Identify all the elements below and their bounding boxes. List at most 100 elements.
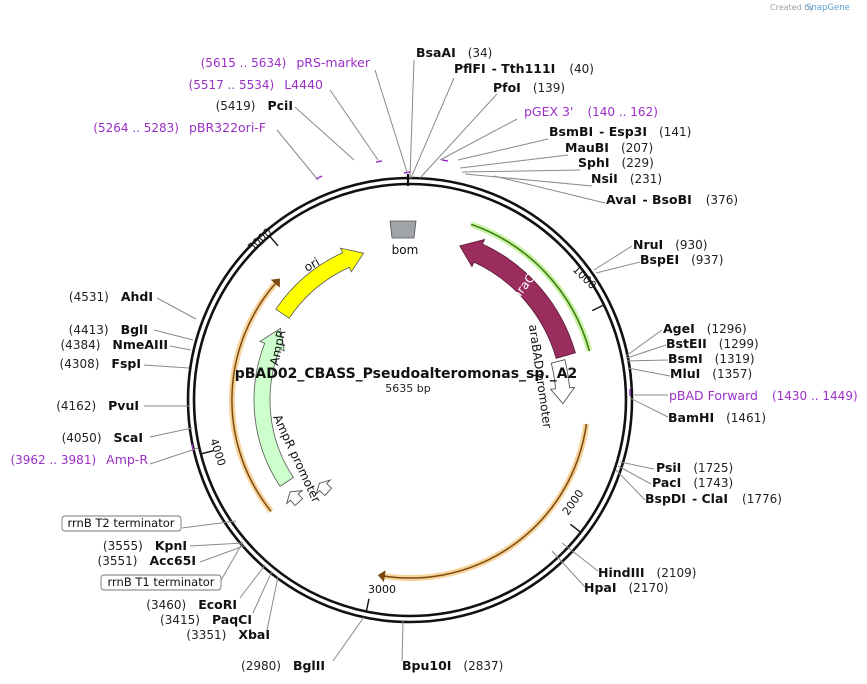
orf-arc-lower (381, 452, 583, 581)
leader-AhdI (156, 297, 197, 320)
credit-brand: SnapGene (806, 3, 850, 13)
primer-pBAD-Forward[interactable]: pBAD Forward (669, 388, 758, 403)
enzyme-BglII[interactable]: BglII (293, 658, 325, 673)
svg-text:(2980)BglII: (2980)BglII (241, 658, 325, 673)
enzyme-BsaAI[interactable]: BsaAI (416, 45, 456, 60)
terminator-rrnB-T1[interactable]: rrnB T1 terminator (108, 575, 215, 589)
svg-text:BamHI(1461): BamHI(1461) (668, 410, 766, 425)
leader-BglII (332, 616, 365, 662)
primer-labels: (5615 .. 5634)pRS-marker (5517 .. 5534)L… (10, 55, 857, 467)
enzyme-BsmBI[interactable]: BsmBI (549, 124, 593, 139)
svg-text:BstEII(1299): BstEII(1299) (666, 336, 759, 351)
primer-pGEX3[interactable]: pGEX 3' (524, 104, 573, 119)
leader-BsmI (626, 359, 669, 362)
enzyme-BspDI[interactable]: BspDI (645, 491, 686, 506)
enzyme-Esp3I[interactable]: Esp3I (609, 124, 647, 139)
enzyme-PciI[interactable]: PciI (267, 98, 293, 113)
enzyme-EcoRI[interactable]: EcoRI (198, 597, 237, 612)
enzyme-BsmI[interactable]: BsmI (668, 351, 703, 366)
feature-bom[interactable] (389, 220, 417, 239)
enzyme-NruI[interactable]: NruI (633, 237, 663, 252)
leader-EcoRI (239, 564, 266, 599)
leader-NmeAIII (169, 345, 192, 351)
leader-XbaI (266, 576, 279, 631)
svg-text:(3351)XbaI: (3351)XbaI (186, 627, 270, 642)
enzyme-ScaI[interactable]: ScaI (114, 430, 144, 445)
feature-AmpR-promoter-a[interactable] (285, 490, 304, 507)
enzyme-BspEI[interactable]: BspEI (640, 252, 679, 267)
leader-T1 (219, 541, 244, 583)
terminator-labels: rrnB T2 terminator rrnB T1 terminator (61, 515, 222, 591)
svg-text:HindIII(2109): HindIII(2109) (598, 565, 696, 580)
primer-Amp-R[interactable]: Amp-R (106, 452, 148, 467)
leader-Acc65I (199, 545, 245, 563)
feature-AmpR-promoter-b[interactable] (315, 479, 333, 497)
leader-pRS (374, 69, 408, 173)
enzyme-PvuI[interactable]: PvuI (108, 398, 139, 413)
svg-text:(4531)AhdI: (4531)AhdI (69, 289, 153, 304)
enzyme-Tth111I[interactable]: Tth111I (501, 61, 555, 76)
enzyme-Bpu10I[interactable]: Bpu10I (402, 658, 451, 673)
primer-pRS-marker[interactable]: pRS-marker (296, 55, 371, 70)
enzyme-PacI[interactable]: PacI (652, 475, 681, 490)
primer-pBR322ori-F[interactable]: pBR322ori-F (189, 120, 266, 135)
svg-text:(5264 .. 5283)pBR322ori-F: (5264 .. 5283)pBR322ori-F (93, 120, 266, 135)
leader-BamHI (629, 397, 669, 418)
svg-text:Bpu10I(2837): Bpu10I(2837) (402, 658, 503, 673)
enzyme-AvaI[interactable]: AvaI (606, 192, 636, 207)
enzyme-labels: BsaAI(34) PflFI- Tth111I(40) PfoI(139) B… (402, 45, 782, 673)
svg-text:(3415)PaqCI: (3415)PaqCI (160, 612, 252, 627)
enzyme-BamHI[interactable]: BamHI (668, 410, 714, 425)
enzyme-AhdI[interactable]: AhdI (121, 289, 153, 304)
enzyme-Acc65I[interactable]: Acc65I (149, 553, 196, 568)
enzyme-XbaI[interactable]: XbaI (238, 627, 270, 642)
enzyme-ClaI[interactable]: ClaI (702, 491, 729, 506)
orf-arc-lower-core (381, 452, 581, 579)
leader-FspI (143, 364, 190, 369)
orf-arc-green-core (470, 223, 591, 352)
terminator-rrnB-T2[interactable]: rrnB T2 terminator (68, 516, 175, 530)
credit-prefix: Created by (770, 3, 814, 12)
leader-BsaAI (409, 59, 415, 179)
primer-mark-L4440 (375, 160, 383, 163)
leader-PsiI (619, 461, 655, 470)
enzyme-FspI[interactable]: FspI (111, 356, 141, 371)
enzyme-MluI[interactable]: MluI (670, 366, 700, 381)
svg-text:pGEX 3'(140 .. 162): pGEX 3'(140 .. 162) (524, 104, 658, 119)
feature-araC[interactable] (459, 238, 576, 359)
leader-PciI (294, 106, 355, 161)
orf-arrowhead-lower (377, 570, 386, 583)
svg-text:HpaI(2170): HpaI(2170) (584, 580, 668, 595)
enzyme-HindIII[interactable]: HindIII (598, 565, 645, 580)
feature-araBAD-promoter[interactable] (549, 359, 576, 405)
enzyme-BstEII[interactable]: BstEII (666, 336, 707, 351)
feature-AmpR[interactable] (253, 327, 294, 487)
label-bom: bom (392, 243, 419, 257)
enzyme-PsiI[interactable]: PsiI (656, 460, 681, 475)
enzyme-AgeI[interactable]: AgeI (663, 321, 695, 336)
enzyme-PaqCI[interactable]: PaqCI (212, 612, 252, 627)
leader-pBR322 (276, 129, 319, 181)
enzyme-BglI[interactable]: BglI (121, 322, 148, 337)
enzyme-KpnI[interactable]: KpnI (155, 538, 187, 553)
enzyme-PfoI[interactable]: PfoI (493, 80, 521, 95)
terminator-box-T2 (61, 515, 182, 532)
leader-NruI (593, 245, 633, 271)
leader-lines (143, 59, 671, 662)
svg-text:NruI(930): NruI(930) (633, 237, 707, 252)
enzyme-NsiI[interactable]: NsiI (591, 171, 618, 186)
enzyme-MauBI[interactable]: MauBI (565, 140, 609, 155)
tick-mark-3000 (365, 598, 370, 612)
leader-HindIII (561, 542, 599, 572)
svg-text:(3551)Acc65I: (3551)Acc65I (98, 553, 196, 568)
feature-ori[interactable] (275, 247, 365, 319)
enzyme-SphI[interactable]: SphI (578, 155, 610, 170)
enzyme-BsoBI[interactable]: BsoBI (652, 192, 692, 207)
primer-L4440[interactable]: L4440 (284, 77, 323, 92)
enzyme-NmeAIII[interactable]: NmeAIII (112, 337, 168, 352)
leader-ScaI (149, 427, 193, 438)
enzyme-PflFI[interactable]: PflFI (454, 61, 486, 76)
leader-PaqCI (252, 570, 273, 614)
enzyme-HpaI[interactable]: HpaI (584, 580, 617, 595)
